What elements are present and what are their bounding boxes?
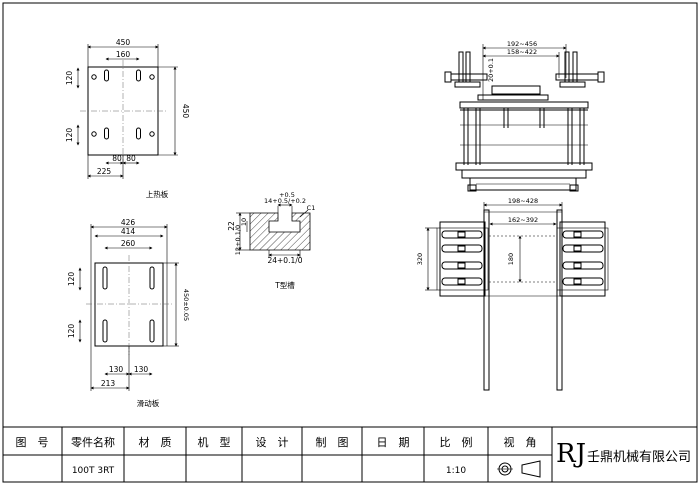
header-part-name: 零件名称 bbox=[71, 435, 115, 449]
company-logo-letters: RJ bbox=[556, 439, 586, 469]
upper-plate-view: 450 160 450 120 120 80 80 225 上热板 bbox=[65, 38, 190, 199]
t-slot-top-tol: +0.5 bbox=[279, 191, 295, 199]
value-part-name: 100T 3RT bbox=[72, 466, 115, 476]
t-slot-base-dim: 12+0.1/0 bbox=[234, 225, 242, 255]
t-slot-depth-dim: 22 bbox=[227, 221, 236, 231]
upper-plate-offset-dim: 225 bbox=[97, 167, 112, 176]
upper-plate-row-bottom-dim: 120 bbox=[65, 128, 74, 143]
upper-plate-width-dim: 450 bbox=[116, 38, 131, 47]
slide-plate-label: 滑动板 bbox=[137, 398, 160, 408]
header-design: 设 计 bbox=[256, 436, 289, 449]
front-range-inner-dim: 158~422 bbox=[507, 48, 537, 56]
left-cylinders bbox=[444, 51, 488, 88]
upper-plate-height-dim: 450 bbox=[181, 104, 190, 119]
upper-plate-row-top-dim: 120 bbox=[65, 71, 74, 86]
projection-symbol-icon bbox=[497, 460, 541, 478]
t-slot-neck-dim: 10 bbox=[240, 218, 248, 226]
slide-plate-inner-dim: 414 bbox=[121, 227, 136, 236]
header-scale: 比 例 bbox=[440, 435, 473, 449]
machine-plan-view: 198~428 162~392 bbox=[416, 197, 609, 391]
slide-plate-view: 426 414 260 450±0.05 120 120 130 130 213… bbox=[67, 218, 190, 408]
t-slot-label: T型槽 bbox=[274, 280, 295, 290]
upper-plate-slot-l-dim: 80 bbox=[112, 154, 122, 163]
value-scale: 1:10 bbox=[446, 466, 466, 476]
header-drawing-no: 图 号 bbox=[16, 436, 49, 449]
t-slot-base-width-dim: 24+0.1/0 bbox=[267, 256, 302, 265]
slide-plate-row-bottom-dim: 120 bbox=[67, 324, 76, 339]
slide-plate-overall-dim: 426 bbox=[121, 218, 136, 227]
header-view-angle: 视 角 bbox=[504, 435, 537, 449]
slide-plate-slot-l-dim: 130 bbox=[109, 365, 124, 374]
plan-left-block bbox=[436, 221, 489, 297]
machine-front-view: 192~456 158~422 20+0.1 bbox=[444, 40, 605, 192]
upper-plate-slot-span-dim: 160 bbox=[116, 50, 131, 59]
base-frame bbox=[469, 177, 577, 191]
upper-plate-label: 上热板 bbox=[146, 189, 169, 199]
front-range-outer-dim: 192~456 bbox=[507, 40, 537, 48]
upper-plate-slots bbox=[91, 69, 155, 140]
right-cylinders bbox=[555, 51, 605, 88]
plan-range-outer-dim: 198~428 bbox=[508, 197, 538, 205]
header-date: 日 期 bbox=[377, 436, 410, 449]
plan-inner-h-dim: 180 bbox=[507, 253, 515, 265]
slide-plate-slots bbox=[102, 266, 155, 343]
plan-right-block bbox=[556, 221, 609, 297]
upper-platen bbox=[459, 101, 589, 109]
t-slot-section: 14+0.5/+0.2 +0.5 22 10 12+0.1/0 24+0.1/0… bbox=[227, 191, 315, 290]
plan-range-inner-dim: 162~392 bbox=[508, 216, 538, 224]
t-slot-hatched-body bbox=[249, 212, 311, 251]
header-drafting: 制 图 bbox=[316, 436, 349, 449]
front-stroke-dim: 20+0.1 bbox=[487, 58, 495, 82]
slide-plate-slot-span-dim: 260 bbox=[121, 239, 136, 248]
slide-plate-height-dim: 450±0.05 bbox=[182, 289, 190, 321]
upper-plate-slot-r-dim: 80 bbox=[126, 154, 136, 163]
company-name: 壬鼎机械有限公司 bbox=[587, 450, 691, 465]
slide-plate-row-top-dim: 120 bbox=[67, 272, 76, 287]
header-model: 机 型 bbox=[198, 435, 231, 449]
tie-rods bbox=[463, 108, 585, 165]
header-material: 材 质 bbox=[139, 435, 172, 449]
company-logo: RJ bbox=[556, 439, 586, 469]
title-block: 图 号 零件名称 材 质 机 型 设 计 制 图 日 期 比 例 视 角 100… bbox=[3, 426, 697, 482]
t-slot-chamfer-note: C1 bbox=[307, 204, 316, 212]
t-slot-top-width-dim: 14+0.5/+0.2 bbox=[264, 197, 306, 205]
slide-plate-slot-r-dim: 130 bbox=[134, 365, 149, 374]
plan-height-dim: 320 bbox=[416, 253, 424, 265]
slide-plate-offset-dim: 213 bbox=[101, 379, 116, 388]
